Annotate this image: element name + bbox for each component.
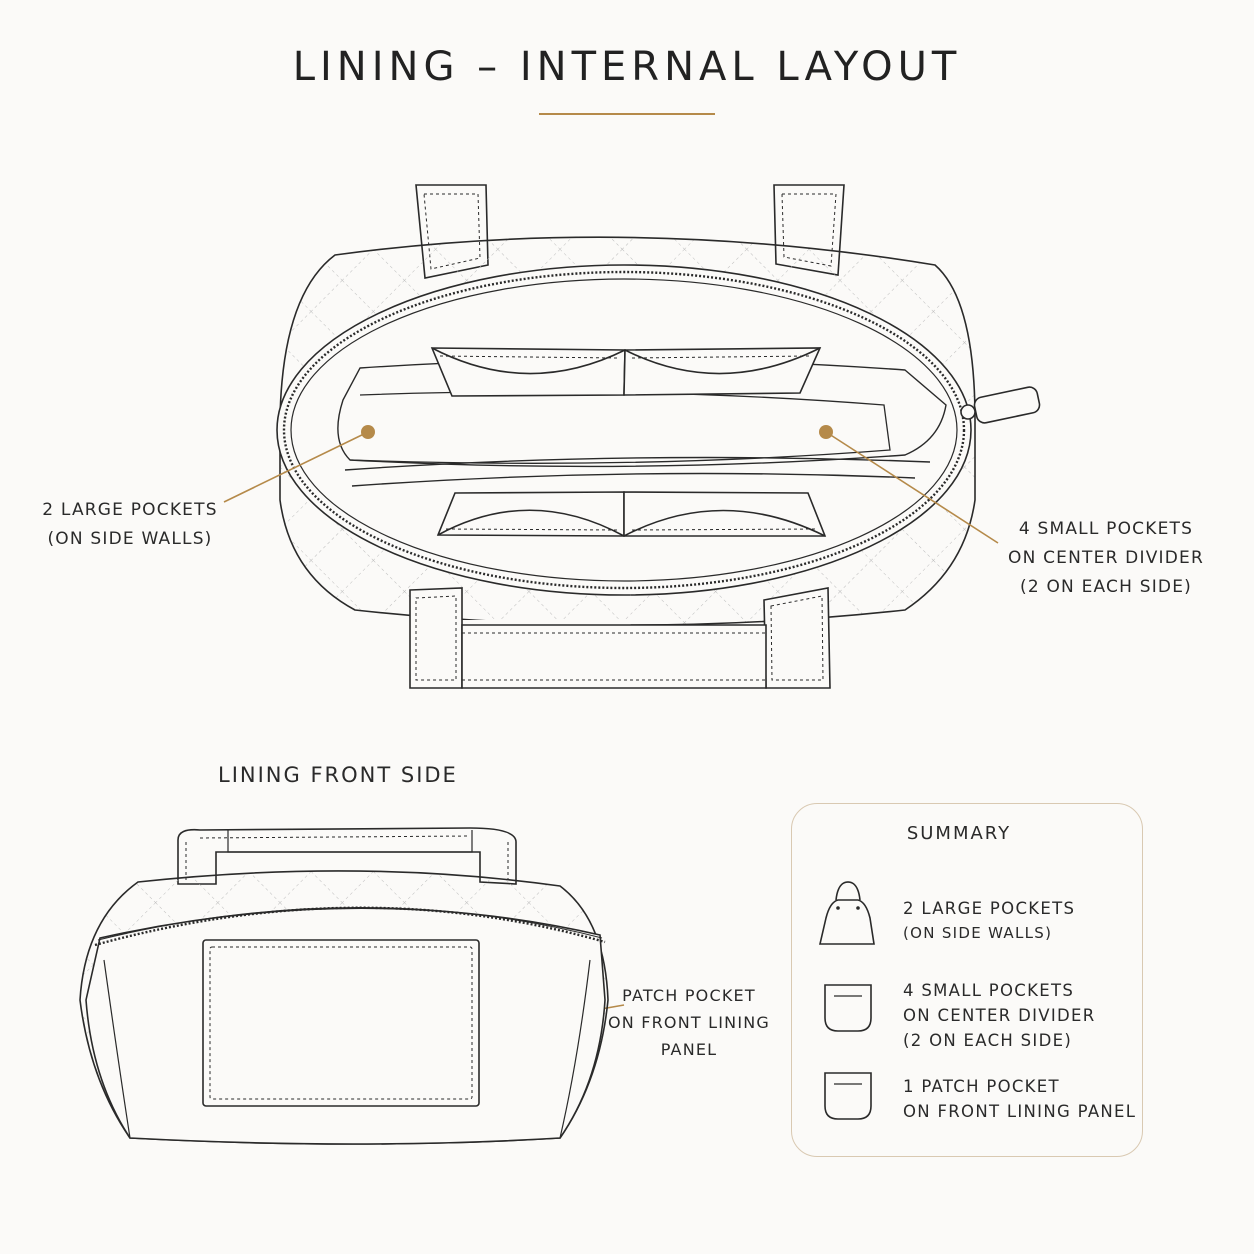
small-pockets-line3: (2 ON EACH SIDE) xyxy=(1020,577,1192,597)
summary-item-small-line2: ON CENTER DIVIDER xyxy=(903,1006,1096,1025)
small-pockets-callout: 4 SMALL POCKETS ON CENTER DIVIDER (2 ON … xyxy=(1000,515,1212,602)
zipper-outer xyxy=(276,264,972,596)
patch-pocket-callout: PATCH POCKET ON FRONT LINING PANEL xyxy=(600,982,778,1063)
patch-pocket-line3: PANEL xyxy=(660,1040,718,1059)
small-pockets-bottom xyxy=(436,491,827,537)
summary-item-patch-line2: ON FRONT LINING PANEL xyxy=(903,1102,1137,1121)
front-handle-strap xyxy=(461,624,767,689)
zipper-pull-icon xyxy=(960,386,1041,424)
top-view-bag xyxy=(276,184,1041,689)
small-pockets-line1: 4 SMALL POCKETS xyxy=(1018,519,1194,539)
summary-item-small: 4 SMALL POCKETS ON CENTER DIVIDER (2 ON … xyxy=(903,978,1096,1053)
patch-pocket-line1: PATCH POCKET xyxy=(622,986,756,1005)
summary-item-patch-line1: 1 PATCH POCKET xyxy=(903,1077,1060,1096)
large-pockets-callout: 2 LARGE POCKETS (ON SIDE WALLS) xyxy=(30,496,230,554)
large-pockets-line2: (ON SIDE WALLS) xyxy=(47,529,213,549)
title-underline xyxy=(539,113,715,115)
summary-item-large-line2: (ON SIDE WALLS) xyxy=(903,924,1053,942)
summary-item-patch: 1 PATCH POCKET ON FRONT LINING PANEL xyxy=(903,1074,1136,1124)
pocket-icon xyxy=(824,1072,872,1120)
small-pockets-top xyxy=(430,347,822,397)
handbag-icon xyxy=(818,881,875,945)
patch-pocket-line2: ON FRONT LINING xyxy=(607,1013,771,1032)
patch-pocket xyxy=(202,939,480,1107)
front-handle-right xyxy=(763,587,831,689)
summary-item-large: 2 LARGE POCKETS (ON SIDE WALLS) xyxy=(903,896,1075,946)
front-view-bag xyxy=(79,827,609,1145)
summary-item-small-line3: (2 ON EACH SIDE) xyxy=(903,1031,1073,1050)
summary-item-large-line1: 2 LARGE POCKETS xyxy=(903,899,1076,918)
large-pockets-line1: 2 LARGE POCKETS xyxy=(42,500,218,520)
page-title: LINING – INTERNAL LAYOUT xyxy=(292,44,962,90)
small-pockets-line2: ON CENTER DIVIDER xyxy=(1008,548,1204,568)
summary-panel xyxy=(791,803,1143,1157)
front-view-handle xyxy=(177,827,517,885)
front-view-title: LINING FRONT SIDE xyxy=(218,763,458,787)
pocket-icon xyxy=(824,984,872,1032)
summary-item-small-line1: 4 SMALL POCKETS xyxy=(903,981,1075,1000)
summary-title: SUMMARY xyxy=(906,823,1012,844)
